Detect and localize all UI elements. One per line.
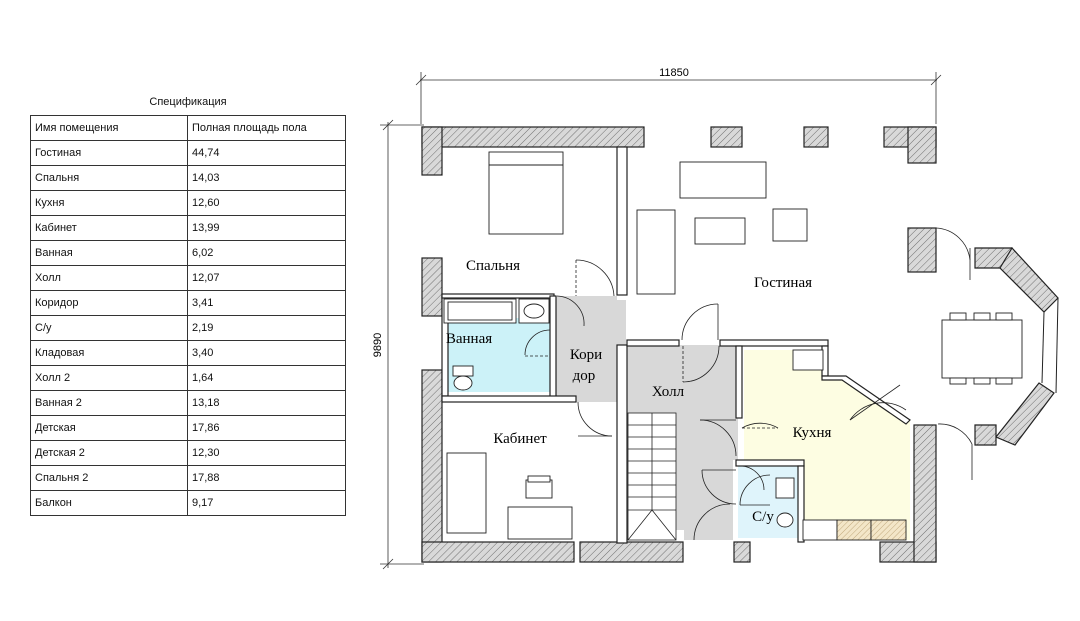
desk (507, 506, 573, 540)
armchair (772, 208, 808, 242)
room-name-cell: С/у (30, 315, 188, 341)
room-area-cell: 12,60 (187, 190, 346, 216)
sofa-left (636, 209, 676, 295)
room-label-corridor-2: дор (573, 368, 596, 384)
wc-toilet (776, 512, 794, 528)
width-dimension-label: 11850 (659, 67, 689, 79)
room-label-kitchen: Кухня (793, 425, 832, 441)
exterior-walls (421, 126, 1059, 563)
wc-fill (738, 466, 798, 538)
room-label-office: Кабинет (493, 431, 547, 447)
coffee-table (694, 217, 746, 245)
desk-chair (525, 479, 553, 499)
interior-walls (441, 146, 911, 544)
width-dimension (415, 72, 942, 124)
stove (802, 519, 838, 541)
doors (524, 227, 973, 541)
room-area-cell: 6,02 (187, 240, 346, 266)
room-area-cell: 44,74 (187, 140, 346, 166)
toilet (452, 365, 474, 377)
room-label-hall: Холл (652, 384, 685, 400)
room-label-living: Гостиная (754, 275, 812, 291)
kitchen-sink (792, 349, 824, 371)
room-area-cell: 3,40 (187, 340, 346, 366)
room-name-cell: Гостиная (30, 140, 188, 166)
room-name-cell: Балкон (30, 490, 188, 516)
spec-header-room: Имя помещения (30, 115, 188, 141)
height-dimension (380, 119, 424, 570)
dining-table (941, 319, 1023, 379)
room-area-cell: 13,99 (187, 215, 346, 241)
furniture (443, 151, 1023, 541)
room-name-cell: Ванная (30, 240, 188, 266)
room-name-cell: Кухня (30, 190, 188, 216)
room-area-cell: 3,41 (187, 290, 346, 316)
room-label-bedroom: Спальня (466, 258, 520, 274)
spec-header-area: Полная площадь пола (187, 115, 346, 141)
height-dimension-label: 9890 (372, 333, 384, 357)
room-area-cell: 12,07 (187, 265, 346, 291)
desk-bed (446, 452, 487, 534)
bay-window-frame (1041, 297, 1059, 394)
wc-sink (775, 477, 795, 499)
staircase (627, 412, 677, 541)
room-label-bath: Ванная (446, 331, 492, 347)
room-label-wc: С/у (752, 509, 774, 525)
room-area-cell: 9,17 (187, 490, 346, 516)
room-label-corridor-1: Кори (570, 347, 602, 363)
room-name-cell: Кладовая (30, 340, 188, 366)
room-name-cell: Детская (30, 415, 188, 441)
sofa-top (679, 161, 767, 199)
room-name-cell: Спальня 2 (30, 465, 188, 491)
spec-title: Спецификация (149, 96, 227, 108)
room-area-cell: 1,64 (187, 365, 346, 391)
bed (488, 151, 564, 235)
